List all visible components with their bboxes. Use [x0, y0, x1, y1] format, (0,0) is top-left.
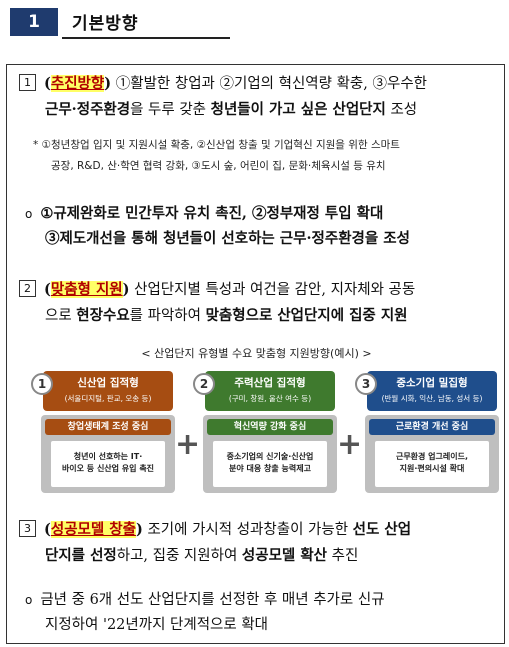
section1-tag: 추진방향: [50, 75, 105, 92]
section1-bullet-line2: ③제도개선을 통해 청년들이 선호하는 근무·정주환경을 조성: [45, 230, 410, 247]
card-header: 신산업 집적형 (서울디지털, 판교, 오송 등): [43, 371, 173, 411]
diagram-title: < 산업단지 유형별 수요 맞춤형 지원방향(예시) >: [141, 347, 372, 360]
section2-tag: 맞춤형 지원: [50, 281, 123, 298]
section2-text1: 산업단지별 특성과 여건을 감안, 지자체와 공동: [129, 282, 416, 298]
card-sme-cluster: 중소기업 밀집형 (반월 시화, 익산, 남동, 성서 등) 3 근로환경 개선…: [355, 371, 499, 497]
card-new-industry: 신산업 집적형 (서울디지털, 판교, 오송 등) 1 창업생태계 조성 중심 …: [31, 371, 175, 497]
card-focus-bar: 창업생태계 조성 중심: [45, 419, 171, 435]
card-focus-bar: 근로환경 개선 중심: [369, 419, 495, 435]
section1-number: 1: [19, 74, 36, 91]
card-focus-bar: 혁신역량 강화 중심: [207, 419, 333, 435]
section2-number: 2: [19, 280, 36, 297]
card-number: 2: [193, 373, 215, 395]
bullet-circle-icon: o: [25, 593, 33, 607]
card-header: 주력산업 집적형 (구미, 창원, 울산 여수 등): [205, 371, 335, 411]
section1-note1: * ①청년창업 입지 및 지원시설 확충, ②신산업 창출 및 기업혁신 지원을…: [33, 139, 400, 151]
section3-line1: 3(성공모델 창출) 조기에 가시적 성과창출이 가능한 선도 산업: [19, 517, 411, 543]
section3-tag: 성공모델 창출: [50, 521, 136, 538]
section2-line2: 으로 현장수요를 파악하여 맞춤형으로 산업단지에 집중 지원: [45, 307, 408, 324]
section1-text1: ①활발한 창업과 ②기업의 혁신역량 확충, ③우수한: [111, 76, 428, 92]
card-description: 청년이 선호하는 IT· 바이오 등 신산업 유입 촉진: [51, 441, 165, 487]
section1-line2: 근무·정주환경을 두루 갖춘 청년들이 가고 싶은 산업단지 조성: [45, 101, 418, 118]
section1-line1: 1(추진방향) ①활발한 창업과 ②기업의 혁신역량 확충, ③우수한: [19, 71, 427, 97]
card-description: 근무환경 업그레이드, 지원·편의시설 확대: [375, 441, 489, 487]
section-header: 1 기본방향: [10, 8, 230, 39]
content-frame: 1(추진방향) ①활발한 창업과 ②기업의 혁신역량 확충, ③우수한 근무·정…: [6, 64, 505, 644]
section1-note2: 공장, R&D, 산·학연 협력 강화, ③도시 숲, 어린이 집, 문화·체육…: [51, 160, 386, 172]
card-main-industry: 주력산업 집적형 (구미, 창원, 울산 여수 등) 2 혁신역량 강화 중심 …: [193, 371, 337, 497]
section3-bullet-line2: 지정하여 '22년까지 단계적으로 확대: [45, 617, 269, 633]
header-underline: [62, 37, 230, 39]
plus-icon: +: [175, 427, 201, 462]
bullet-circle-icon: o: [25, 207, 33, 221]
plus-icon: +: [337, 427, 363, 462]
header-number-badge: 1: [10, 8, 58, 36]
header-title: 기본방향: [72, 14, 139, 34]
card-header: 중소기업 밀집형 (반월 시화, 익산, 남동, 성서 등): [367, 371, 497, 411]
card-description: 중소기업의 신기술·신산업 분야 대응 창출 능력제고: [213, 441, 327, 487]
section3-line2: 단지를 선정하고, 집중 지원하여 성공모델 확산 추진: [45, 547, 359, 564]
card-number: 3: [355, 373, 377, 395]
section2-line1: 2(맞춤형 지원) 산업단지별 특성과 여건을 감안, 지자체와 공동: [19, 277, 415, 303]
card-number: 1: [31, 373, 53, 395]
section3-number: 3: [19, 520, 36, 537]
